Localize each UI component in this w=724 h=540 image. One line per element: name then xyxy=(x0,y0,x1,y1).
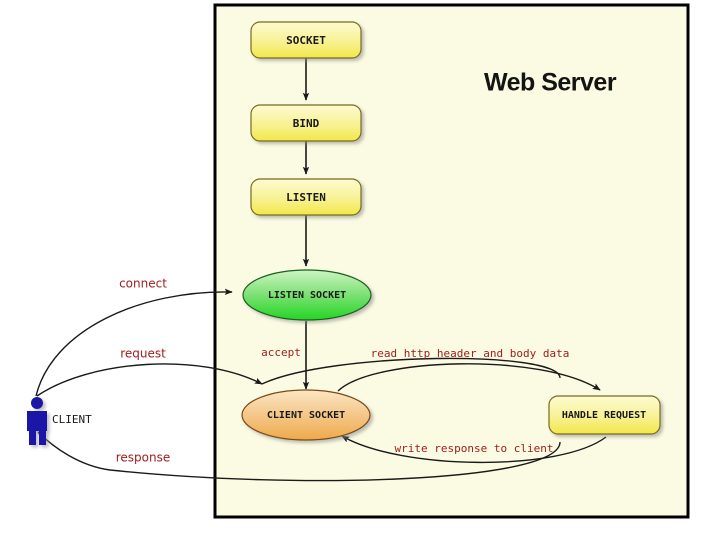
edge-label-write-response: write response to client xyxy=(395,442,554,455)
edge-label-connect: connect xyxy=(119,277,167,291)
edge-label-request: request xyxy=(120,347,166,361)
node-label-client-socket: CLIENT SOCKET xyxy=(267,410,345,421)
node-label-handle-request: HANDLE REQUEST xyxy=(562,410,646,421)
node-client-socket[interactable]: CLIENT SOCKET xyxy=(241,389,371,441)
page-title: Web Server xyxy=(484,69,617,97)
node-label-bind: BIND xyxy=(293,117,320,130)
edge-connect: connect xyxy=(35,277,233,397)
edge-request: request xyxy=(36,347,561,397)
edge-read-http: read http header and body data xyxy=(337,347,601,392)
node-bind[interactable]: BIND xyxy=(250,104,362,142)
client-actor[interactable]: CLIENT xyxy=(27,397,92,445)
edge-write-response: write response to client xyxy=(341,435,607,464)
web-server-boundary xyxy=(213,3,690,519)
node-handle-request[interactable]: HANDLE REQUEST xyxy=(548,395,661,435)
client-actor-label: CLIENT xyxy=(52,413,92,426)
edge-label-response: response xyxy=(116,451,171,465)
node-label-listen-socket: LISTEN SOCKET xyxy=(268,290,346,301)
edge-label-accept: accept xyxy=(261,346,301,359)
edge-label-read-http: read http header and body data xyxy=(371,347,570,360)
edge-accept: accept xyxy=(261,321,310,390)
node-label-listen: LISTEN xyxy=(286,191,326,204)
node-label-socket: SOCKET xyxy=(286,34,326,47)
node-listen-socket[interactable]: LISTEN SOCKET xyxy=(242,269,372,321)
person-icon xyxy=(27,397,47,445)
node-listen[interactable]: LISTEN xyxy=(250,178,362,216)
node-socket[interactable]: SOCKET xyxy=(250,21,362,59)
edge-response: response xyxy=(37,431,561,482)
